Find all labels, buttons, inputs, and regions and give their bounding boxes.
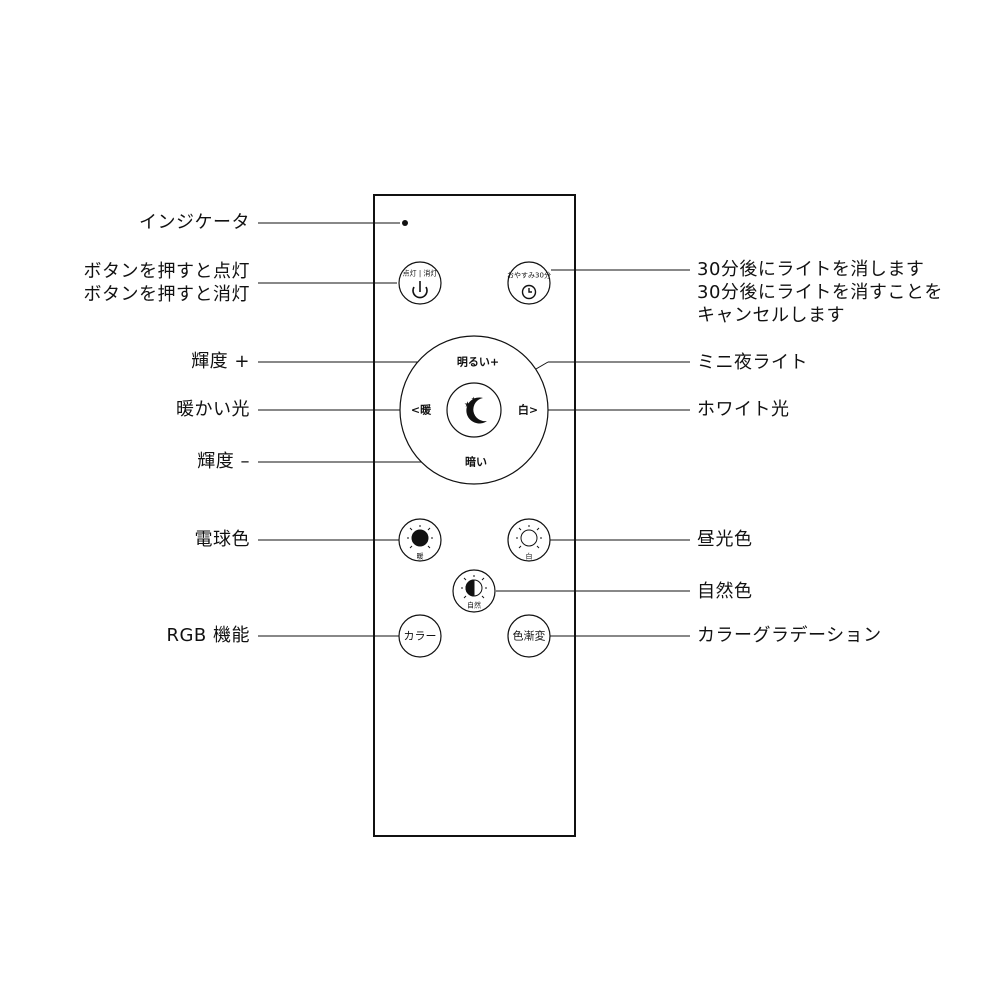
annotation-brightness-down-text: 輝度 –: [197, 451, 250, 472]
annotation-bulb-color: 電球色: [195, 528, 251, 551]
dial-warm-label: <暖: [410, 403, 432, 417]
svg-text:★: ★: [464, 400, 471, 409]
remote-body: [373, 194, 576, 837]
daylight-button[interactable]: [507, 518, 551, 562]
power-icon: [412, 281, 428, 299]
annotation-warm-light: 暖かい光: [176, 398, 250, 421]
natural-button-sub-label: 自然: [467, 601, 481, 610]
annotation-indicator-text: インジケータ: [139, 212, 250, 233]
annotation-timer-line3: キャンセルします: [697, 305, 845, 326]
annotation-rgb-function-text: RGB 機能: [166, 625, 250, 646]
annotation-power-off-text: ボタンを押すと消灯: [83, 284, 250, 305]
annotation-brightness-down: 輝度 –: [197, 450, 250, 473]
annotation-white-light-text: ホワイト光: [697, 399, 790, 420]
annotation-power: ボタンを押すと点灯 ボタンを押すと消灯: [84, 260, 251, 306]
power-button-label: 点灯 | 消灯: [402, 269, 438, 278]
dial-up-label: 明るい+: [456, 355, 500, 369]
annotation-natural: 自然色: [697, 580, 753, 603]
timer-button-label: おやすみ30分: [507, 271, 551, 280]
warm-button-sub-label: 暖: [416, 552, 424, 561]
annotation-warm-light-text: 暖かい光: [176, 399, 250, 420]
annotation-bulb-color-text: 電球色: [194, 529, 250, 550]
annotation-daylight-text: 昼光色: [697, 529, 753, 550]
annotation-indicator: インジケータ: [139, 211, 250, 234]
timer-button[interactable]: [507, 261, 551, 305]
sun-filled-icon: [407, 525, 433, 549]
color-gradation-button[interactable]: [507, 614, 551, 658]
annotation-gradation-text: カラーグラデーション: [697, 625, 882, 646]
annotation-brightness-up: 輝度 +: [191, 350, 250, 373]
rgb-color-button[interactable]: [398, 614, 442, 658]
annotation-timer-line2: 30分後にライトを消すことを: [697, 282, 943, 303]
color-button-label: カラー: [403, 629, 437, 643]
gradient-button-label: 色漸変: [512, 629, 546, 643]
moon-icon: ★ ★: [464, 396, 487, 424]
annotation-rgb-function: RGB 機能: [166, 624, 250, 647]
svg-text:★: ★: [471, 396, 476, 403]
annotation-mini-night-light-text: ミニ夜ライト: [697, 352, 808, 373]
annotation-timer: 30分後にライトを消します 30分後にライトを消すことを キャンセルします: [697, 258, 943, 327]
dial-white-label: 白>: [517, 403, 539, 417]
indicator-led: [402, 220, 408, 226]
clock-icon: [521, 284, 537, 300]
annotation-mini-night-light: ミニ夜ライト: [697, 351, 808, 374]
sun-half-icon: [461, 575, 487, 599]
annotation-brightness-up-text: 輝度 +: [191, 351, 250, 372]
white-button-sub-label: 白: [525, 552, 533, 561]
dial-down-label: 暗い: [465, 455, 487, 469]
mini-night-light-button[interactable]: [446, 382, 502, 438]
annotation-natural-text: 自然色: [697, 581, 753, 602]
annotation-white-light: ホワイト光: [697, 398, 790, 421]
annotation-gradation: カラーグラデーション: [697, 624, 882, 647]
sun-outline-icon: [516, 525, 542, 549]
annotation-daylight: 昼光色: [697, 528, 753, 551]
annotation-power-on-text: ボタンを押すと点灯: [83, 261, 250, 282]
annotation-timer-line1: 30分後にライトを消します: [697, 259, 925, 280]
